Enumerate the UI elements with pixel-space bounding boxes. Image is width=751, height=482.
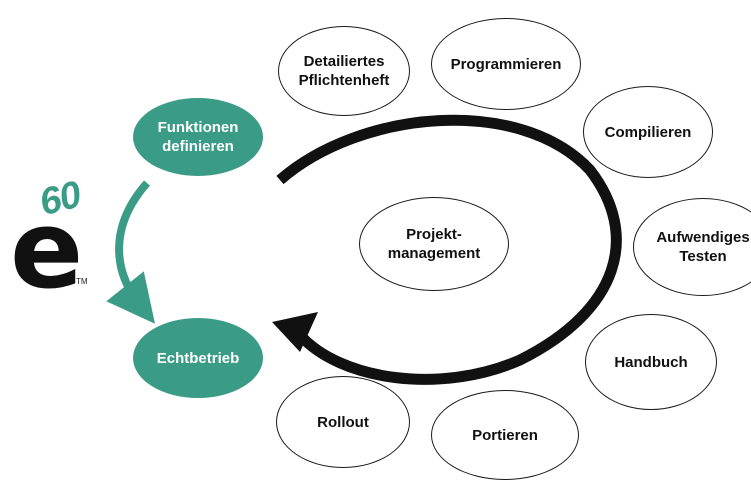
node-operation: Echtbetrieb <box>133 318 263 398</box>
node-define-functions: Funktionen definieren <box>133 98 263 176</box>
node-project-management: Projekt- management <box>359 197 509 291</box>
manual-label: Handbuch <box>614 353 688 371</box>
cycle-arrowhead <box>272 312 318 352</box>
node-operation-label: Echtbetrieb <box>156 349 240 367</box>
node-define-label: Funktionen definieren <box>157 119 239 155</box>
rollout-label: Rollout <box>317 413 369 431</box>
node-manual: Handbuch <box>585 314 717 410</box>
node-spec: Detailiertes Pflichtenheft <box>278 26 410 116</box>
logo-letter: e <box>10 188 84 313</box>
logo-trademark: TM <box>76 277 88 286</box>
cycle-arrow <box>276 114 622 385</box>
spec-label: Detailiertes Pflichtenheft <box>298 53 390 89</box>
node-compiling: Compilieren <box>583 86 713 178</box>
programming-label: Programmieren <box>450 55 562 73</box>
node-programming: Programmieren <box>431 18 581 110</box>
node-rollout: Rollout <box>276 376 410 468</box>
testing-label: Aufwendiges Testen <box>656 229 750 265</box>
porting-label: Portieren <box>472 426 538 444</box>
center-label: Projekt- management <box>387 226 481 262</box>
node-testing: Aufwendiges Testen <box>633 198 751 296</box>
compiling-label: Compilieren <box>604 123 692 141</box>
teal-flow-arrow <box>106 180 155 324</box>
node-porting: Portieren <box>431 390 579 480</box>
